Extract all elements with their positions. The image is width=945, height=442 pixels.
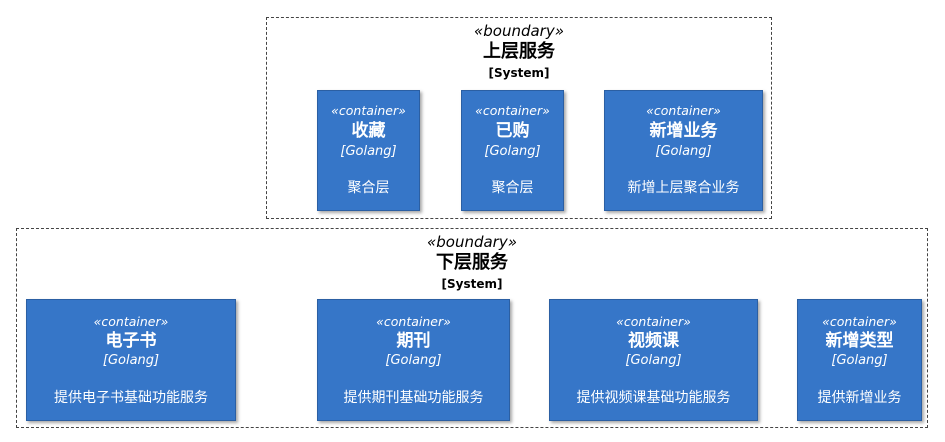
container-journal[interactable]: «container» 期刊 [Golang] 提供期刊基础功能服务 (317, 299, 510, 421)
container-purchased[interactable]: «container» 已购 [Golang] 聚合层 (461, 90, 564, 211)
container-tech: [Golang] (340, 144, 397, 159)
container-description: 提供电子书基础功能服务 (54, 390, 208, 406)
container-name: 新增业务 (649, 121, 718, 141)
boundary-stereotype: «boundary» (474, 22, 564, 40)
container-video-course[interactable]: «container» 视频课 [Golang] 提供视频课基础功能服务 (549, 299, 758, 421)
container-name: 期刊 (396, 331, 431, 351)
container-name: 视频课 (628, 331, 679, 351)
container-description: 新增上层聚合业务 (627, 180, 740, 196)
container-stereotype: «container» (331, 103, 406, 118)
container-tech: [Golang] (655, 144, 712, 159)
container-stereotype: «container» (822, 314, 897, 329)
container-ebook[interactable]: «container» 电子书 [Golang] 提供电子书基础功能服务 (26, 299, 236, 421)
container-stereotype: «container» (616, 314, 691, 329)
boundary-tech: [System] (441, 277, 503, 291)
container-description: 聚合层 (491, 180, 534, 196)
container-name: 新增类型 (825, 331, 894, 351)
container-description: 提供视频课基础功能服务 (576, 390, 731, 406)
boundary-tech: [System] (488, 66, 550, 80)
container-stereotype: «container» (646, 103, 721, 118)
boundary-upper-services: «boundary» 上层服务 [System] (266, 17, 772, 219)
container-description: 聚合层 (347, 180, 390, 196)
container-new-type[interactable]: «container» 新增类型 [Golang] 提供新增业务 (797, 299, 922, 421)
container-description: 提供新增业务 (817, 390, 902, 406)
container-tech: [Golang] (831, 353, 888, 368)
container-name: 收藏 (351, 121, 386, 141)
container-description: 提供期刊基础功能服务 (343, 390, 484, 406)
container-tech: [Golang] (385, 353, 442, 368)
container-name: 电子书 (105, 331, 157, 351)
container-tech: [Golang] (625, 353, 682, 368)
container-stereotype: «container» (376, 314, 451, 329)
boundary-title: 下层服务 (436, 252, 508, 273)
container-tech: [Golang] (102, 353, 160, 368)
container-stereotype: «container» (93, 314, 169, 329)
boundary-title: 上层服务 (483, 41, 555, 62)
container-favorites[interactable]: «container» 收藏 [Golang] 聚合层 (317, 90, 420, 211)
container-stereotype: «container» (475, 103, 550, 118)
container-name: 已购 (495, 121, 530, 141)
container-tech: [Golang] (484, 144, 541, 159)
boundary-stereotype: «boundary» (427, 233, 517, 251)
container-new-business[interactable]: «container» 新增业务 [Golang] 新增上层聚合业务 (604, 90, 763, 211)
boundary-lower-services: «boundary» 下层服务 [System] (16, 228, 928, 428)
